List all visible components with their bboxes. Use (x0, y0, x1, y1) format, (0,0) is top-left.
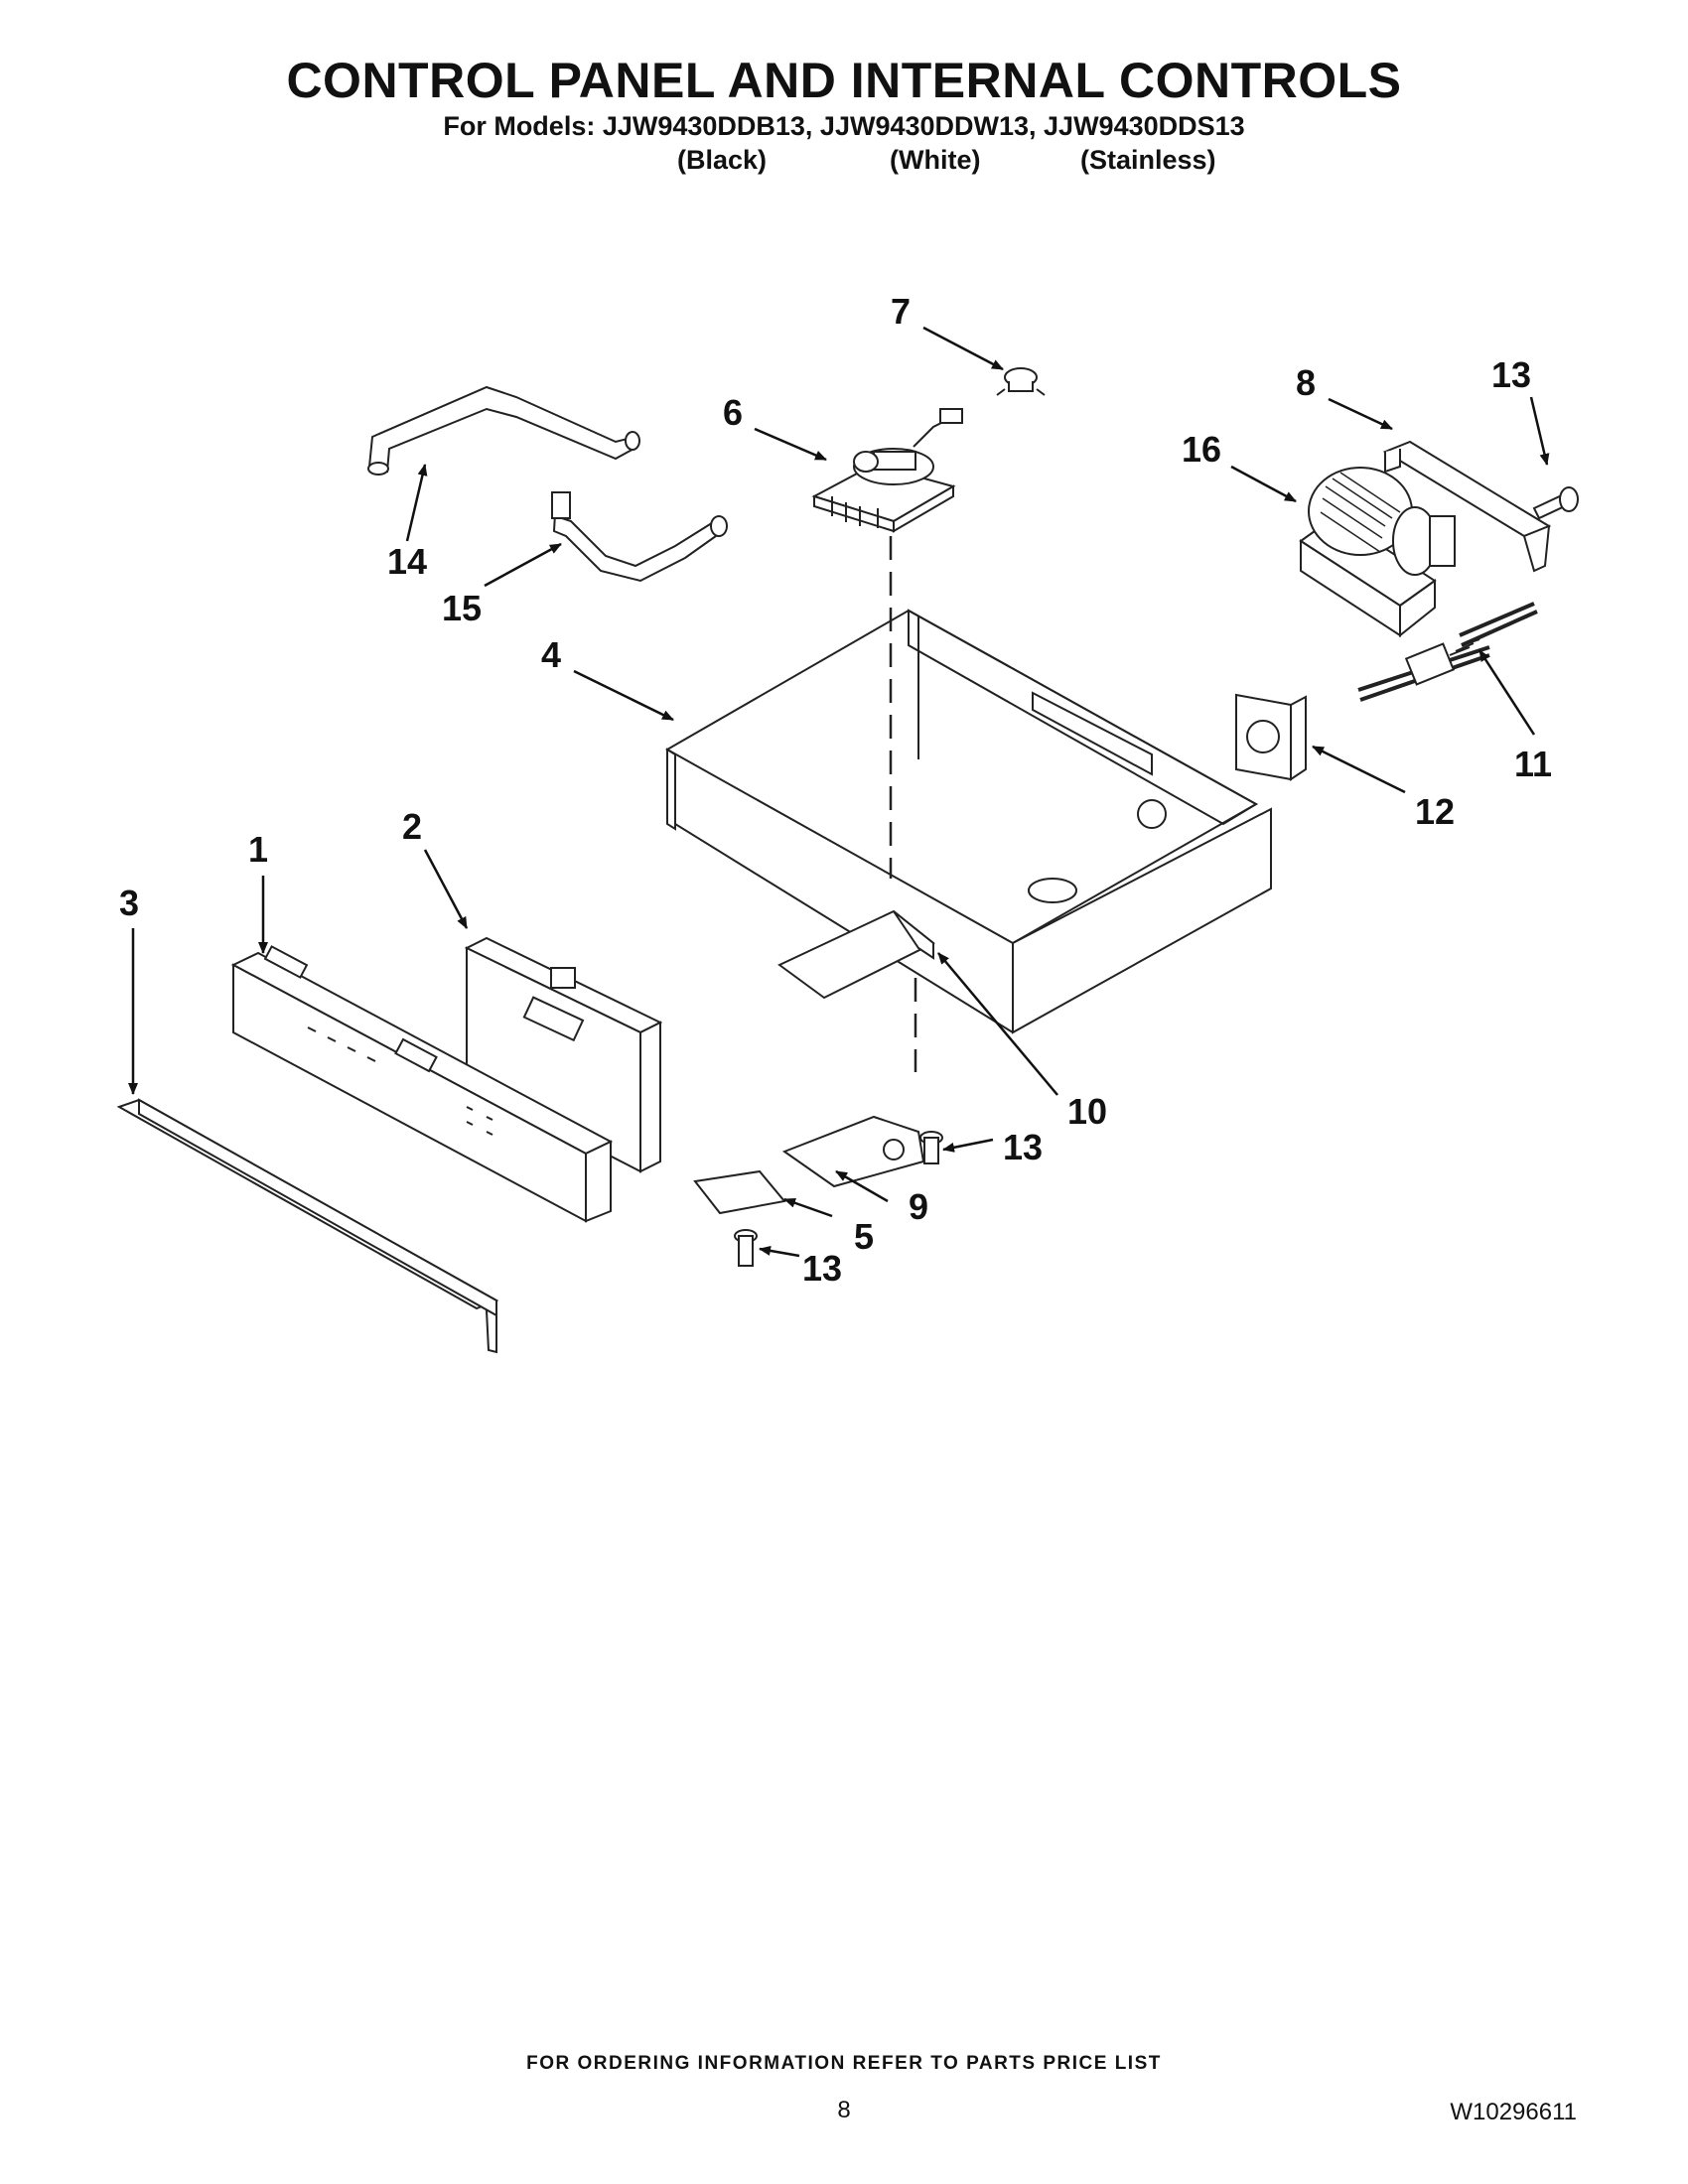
callout-1: 1 (248, 829, 268, 870)
callout-12: 12 (1415, 791, 1455, 832)
callout-11: 11 (1514, 744, 1552, 784)
callout-5: 5 (854, 1216, 874, 1257)
variant-white: (White) (890, 145, 981, 175)
document-number: W10296611 (1450, 2099, 1577, 2125)
part-14-tube (367, 385, 640, 476)
callout-9: 9 (909, 1186, 928, 1227)
part-13-screw-top (1532, 486, 1579, 520)
callout-6: 6 (723, 392, 743, 433)
part-8-bracket (1382, 440, 1552, 573)
leader-arrows (128, 326, 1550, 1258)
callout-8: 8 (1296, 362, 1316, 403)
part-10-shield (777, 909, 935, 1000)
part-7-thermostat (996, 367, 1046, 396)
ordering-note: FOR ORDERING INFORMATION REFER TO PARTS … (526, 2053, 1162, 2074)
callout-16: 16 (1182, 429, 1221, 470)
variant-black: (Black) (677, 145, 768, 175)
part-12-plate (1235, 693, 1307, 781)
callout-13-bottom: 13 (802, 1248, 842, 1289)
part-15-tube (551, 491, 728, 583)
part-16-blower (1299, 467, 1456, 638)
callout-4: 4 (541, 634, 561, 675)
callout-3: 3 (119, 883, 139, 923)
callout-15: 15 (442, 588, 482, 628)
callout-14: 14 (387, 541, 427, 582)
callout-2: 2 (402, 806, 422, 847)
callout-13-middle: 13 (1003, 1127, 1043, 1167)
callout-10: 10 (1067, 1091, 1107, 1132)
callout-labels: 1 2 3 4 5 6 7 8 9 10 11 12 13 13 13 14 1… (119, 291, 1552, 1289)
part-4-chassis-tray (664, 609, 1272, 1034)
part-3-trim-strip (116, 1098, 499, 1354)
variant-stainless: (Stainless) (1080, 145, 1216, 175)
callout-13-top: 13 (1491, 354, 1531, 395)
part-13-screw-middle (919, 1131, 943, 1164)
models-line: For Models: JJW9430DDB13, JJW9430DDW13, … (443, 111, 1245, 141)
page-number: 8 (837, 2097, 851, 2123)
part-11-wire-harness (1357, 602, 1538, 702)
part-13-screw-bottom (734, 1229, 758, 1267)
assembly-lines (889, 536, 917, 1072)
part-2-control-board (464, 936, 663, 1173)
callout-7: 7 (891, 291, 911, 332)
part-9-shield (781, 1115, 925, 1188)
part-5-clip (693, 1169, 786, 1215)
part-6-switch-assembly (811, 408, 963, 533)
part-1-control-panel (230, 945, 614, 1223)
page-title: CONTROL PANEL AND INTERNAL CONTROLS (286, 53, 1402, 108)
